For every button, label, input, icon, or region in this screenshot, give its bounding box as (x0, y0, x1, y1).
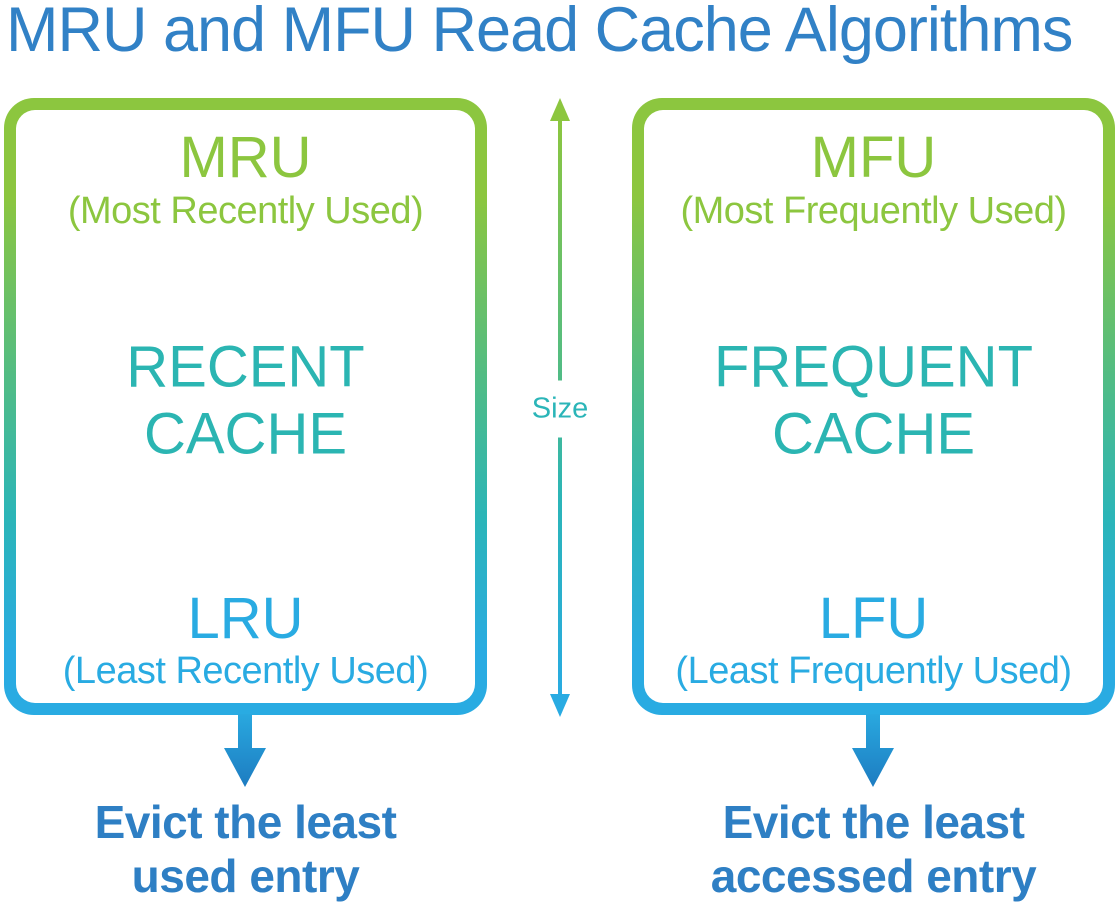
mru-acronym: MRU (179, 125, 312, 190)
frequent-cache-line2: CACHE (771, 401, 976, 467)
evict-caption-left-line2: used entry (131, 849, 360, 902)
lfu-bottom-group: LFU (Least Frequently Used) (644, 585, 1103, 695)
lfu-full-name: (Least Frequently Used) (675, 650, 1072, 693)
evict-caption-right: Evict the least accessed entry (632, 796, 1115, 904)
evict-caption-right-line2: accessed entry (710, 849, 1037, 902)
size-arrow-up-icon (550, 98, 570, 121)
diagram-title: MRU and MFU Read Cache Algorithms (6, 0, 1073, 65)
mfu-full-name: (Most Frequently Used) (680, 189, 1067, 232)
recent-cache-line2: CACHE (143, 401, 348, 467)
mru-cache-box: MRU (Most Recently Used) RECENT CACHE LR… (4, 98, 487, 715)
mfu-cache-box: MFU (Most Frequently Used) FREQUENT CACH… (632, 98, 1115, 715)
lru-acronym: LRU (187, 585, 304, 651)
evict-caption-left: Evict the least used entry (4, 796, 487, 904)
size-label: Size (526, 380, 594, 438)
mru-cache-box-inner: MRU (Most Recently Used) RECENT CACHE LR… (16, 110, 475, 703)
evict-arrow-left-icon (224, 714, 266, 787)
recent-cache-label: RECENT CACHE (16, 333, 475, 468)
mru-full-name: (Most Recently Used) (67, 189, 424, 232)
mfu-top-group: MFU (Most Frequently Used) (644, 125, 1103, 234)
mru-top-group: MRU (Most Recently Used) (16, 125, 475, 234)
frequent-cache-label: FREQUENT CACHE (644, 333, 1103, 468)
lru-full-name: (Least Recently Used) (62, 650, 429, 693)
evict-caption-right-line1: Evict the least (722, 796, 1025, 848)
mfu-acronym: MFU (810, 125, 937, 190)
evict-caption-left-line1: Evict the least (94, 796, 397, 848)
frequent-cache-line1: FREQUENT (714, 334, 1033, 400)
recent-cache-line1: RECENT (126, 334, 365, 400)
size-arrow-down-icon (550, 694, 570, 717)
lfu-acronym: LFU (818, 585, 929, 651)
mfu-cache-box-inner: MFU (Most Frequently Used) FREQUENT CACH… (644, 110, 1103, 703)
evict-arrow-right-icon (852, 714, 894, 787)
lru-bottom-group: LRU (Least Recently Used) (16, 585, 475, 695)
